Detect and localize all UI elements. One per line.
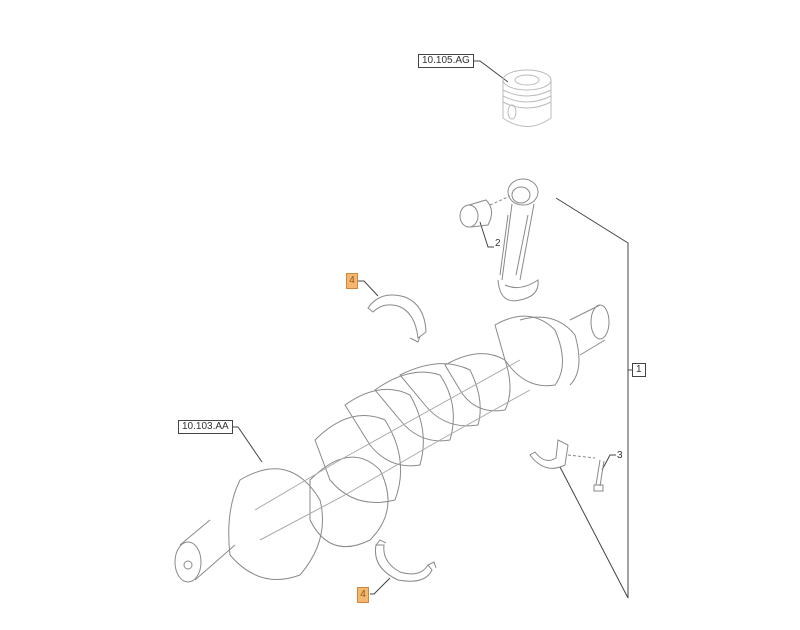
upper-bearing-shell-drawing [367,294,427,343]
callout-item-1[interactable]: 1 [632,363,646,377]
callout-item-2[interactable]: 2 [495,238,501,249]
callout-item-3[interactable]: 3 [617,450,623,461]
leader-lines [232,60,632,599]
callout-item-4-upper[interactable]: 4 [346,273,358,289]
callout-crankshaft-reference[interactable]: 10.103.AA [178,420,233,434]
connecting-rod-drawing [497,178,539,302]
callout-item-4-lower[interactable]: 4 [357,587,369,603]
lower-bearing-shell-drawing [374,539,437,582]
piston-drawing [502,69,552,127]
crankshaft-drawing [174,304,610,583]
bushing-drawing [459,195,511,228]
rod-cap-and-bolt-drawing [529,439,605,492]
callout-piston-reference[interactable]: 10.105.AG [418,54,474,68]
